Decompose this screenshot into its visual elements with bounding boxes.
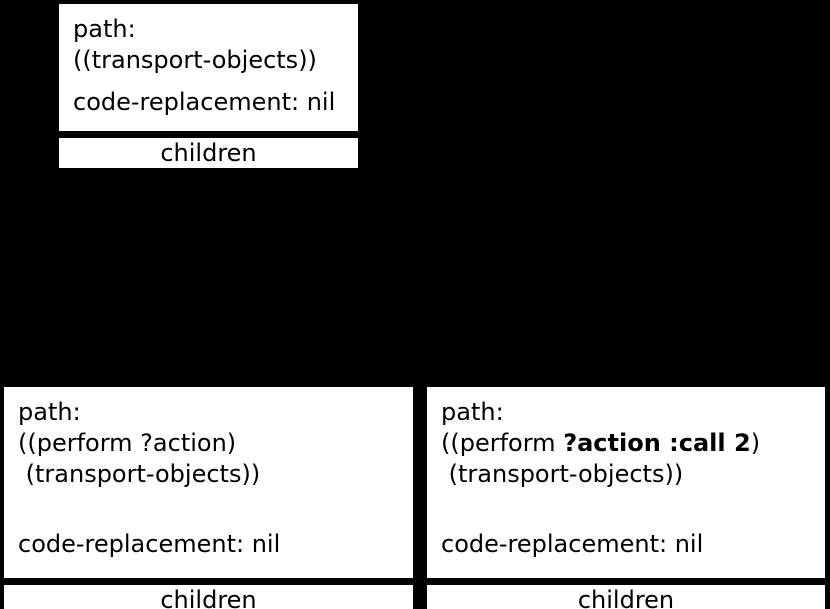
children-expander[interactable]: children bbox=[57, 136, 360, 170]
highlighted-binding: ?action :call 2 bbox=[563, 429, 751, 457]
plan-node-root-body[interactable]: path: ((transport-objects)) code-replace… bbox=[57, 2, 360, 133]
path-attribute: path: ((transport-objects)) bbox=[73, 14, 344, 76]
plan-node-bottom-right: path: ((perform ?action :call 2) (transp… bbox=[425, 385, 827, 609]
plan-node-bottom-left: path: ((perform ?action) (transport-obje… bbox=[2, 385, 415, 609]
children-expander[interactable]: children bbox=[425, 583, 827, 609]
children-expander-label: children bbox=[160, 586, 257, 609]
children-expander-label: children bbox=[577, 586, 675, 609]
plan-node-bottom-right-body[interactable]: path: ((perform ?action :call 2) (transp… bbox=[425, 385, 827, 580]
code-replacement-attribute: code-replacement: nil bbox=[18, 530, 281, 558]
plan-node-root: path: ((transport-objects)) code-replace… bbox=[57, 2, 360, 170]
code-replacement-attribute: code-replacement: nil bbox=[73, 88, 336, 116]
path-value-line: ((perform ?action :call 2) bbox=[441, 429, 761, 457]
code-replacement-attribute: code-replacement: nil bbox=[441, 530, 704, 558]
path-value-line: (transport-objects)) bbox=[18, 460, 261, 488]
path-value-line: (transport-objects)) bbox=[441, 460, 684, 488]
path-attribute: path: ((perform ?action :call 2) (transp… bbox=[441, 397, 811, 490]
path-label: path: bbox=[73, 15, 136, 43]
path-label: path: bbox=[441, 398, 504, 426]
children-expander-label: children bbox=[160, 139, 257, 167]
children-expander[interactable]: children bbox=[2, 583, 415, 609]
plan-node-bottom-left-body[interactable]: path: ((perform ?action) (transport-obje… bbox=[2, 385, 415, 580]
path-value-line: ((transport-objects)) bbox=[73, 46, 317, 74]
path-attribute: path: ((perform ?action) (transport-obje… bbox=[18, 397, 399, 490]
path-label: path: bbox=[18, 398, 81, 426]
path-value-line: ((perform ?action) bbox=[18, 429, 237, 457]
